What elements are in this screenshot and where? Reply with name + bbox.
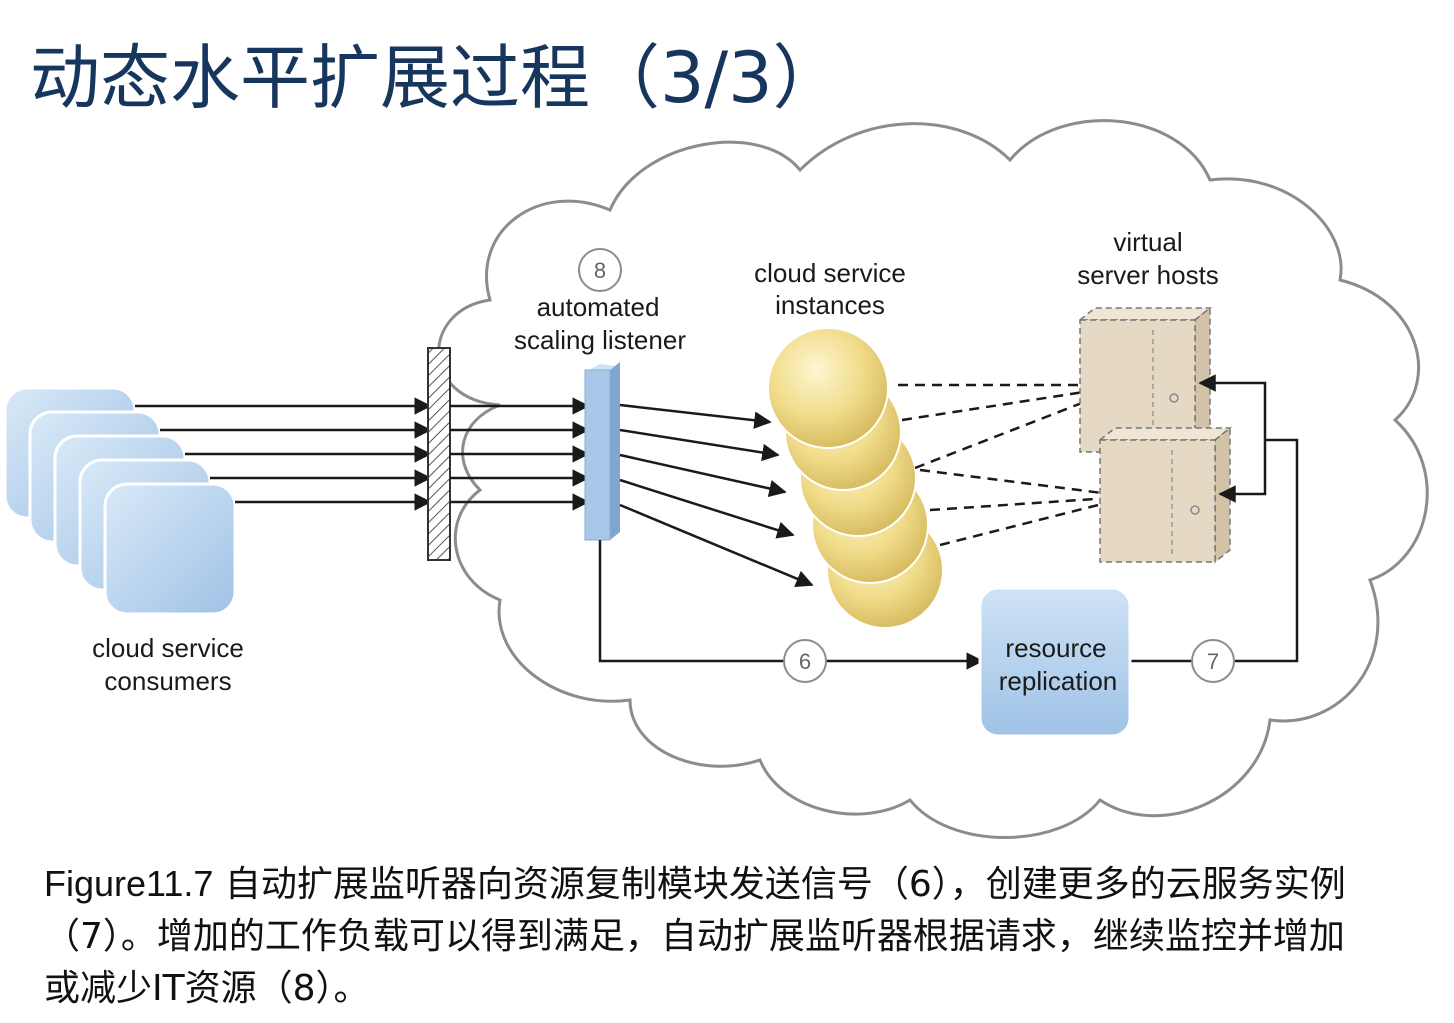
label-resource-replication-1: resource: [1005, 633, 1106, 663]
listener-to-replication-arrow: [598, 540, 984, 670]
figure-caption: Figure11.7 自动扩展监听器向资源复制模块发送信号（6），创建更多的云服…: [44, 858, 1374, 1015]
virtual-server-host-2: [1097, 426, 1233, 564]
caption-text: 自动扩展监听器向资源复制模块发送信号（6），创建更多的云服务实例（7）。增加的工…: [44, 864, 1346, 1009]
firewall-bar: [427, 347, 451, 561]
label-resource-replication-2: replication: [999, 666, 1118, 696]
cloud-service-instances: [767, 327, 944, 629]
label-automated-scaling-listener-2: scaling listener: [514, 325, 686, 355]
svg-text:8: 8: [594, 258, 606, 283]
slide-title: 动态水平扩展过程（3/3）: [30, 37, 843, 119]
label-cloud-service-instances-2: instances: [775, 290, 885, 320]
consumer-request-arrows: [135, 397, 432, 511]
label-cloud-service-consumers-1: cloud service: [92, 633, 244, 663]
svg-text:6: 6: [799, 649, 811, 674]
instance-host-links: [898, 383, 1111, 547]
label-virtual-server-hosts-1: virtual: [1113, 227, 1182, 257]
automated-scaling-listener: [584, 369, 611, 541]
step-marker-7: 7: [1191, 639, 1235, 683]
figure-number: Figure11.7: [44, 863, 214, 904]
label-virtual-server-hosts-2: server hosts: [1077, 260, 1219, 290]
label-automated-scaling-listener-1: automated: [537, 292, 660, 322]
cloud-shape: [437, 119, 1429, 839]
replication-to-hosts-arrows: [1130, 374, 1299, 663]
listener-side: [610, 362, 620, 540]
svg-text:7: 7: [1207, 649, 1219, 674]
step-marker-6: 6: [783, 639, 827, 683]
listener-input-arrows: [450, 397, 590, 511]
label-cloud-service-consumers-2: consumers: [104, 666, 231, 696]
resource-replication-box: [978, 586, 1132, 738]
step-marker-8: 8: [578, 248, 622, 292]
cloud-service-consumers: [3, 386, 237, 616]
label-cloud-service-instances-1: cloud service: [754, 258, 906, 288]
instance-routing-arrows: [619, 403, 814, 588]
